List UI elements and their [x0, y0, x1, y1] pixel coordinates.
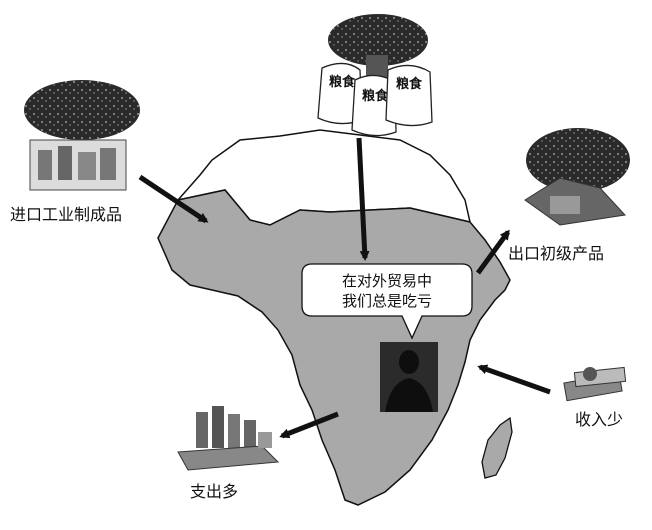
mining-icon — [524, 128, 630, 226]
arrow-income-in — [477, 364, 551, 395]
svg-text:粮食: 粮食 — [329, 74, 356, 90]
person-icon — [380, 342, 438, 412]
label-import-manufactured: 进口工业制成品 — [10, 205, 122, 224]
svg-text:在对外贸易中: 在对外贸易中 — [342, 272, 432, 290]
money-pile-icon — [177, 406, 280, 471]
grain-sack-icon: 粮食 — [385, 64, 433, 127]
svg-text:支出多: 支出多 — [190, 482, 238, 501]
svg-text:进口工业制成品: 进口工业制成品 — [10, 205, 122, 224]
svg-text:出口初级产品: 出口初级产品 — [508, 244, 604, 263]
label-export-primary: 出口初级产品 — [508, 244, 604, 263]
grain-sack-label: 粮食 — [362, 88, 389, 104]
money-icon — [563, 366, 627, 402]
grain-sack-icon: 粮食 — [351, 74, 397, 137]
grain-sack-label: 粮食 — [396, 76, 423, 92]
madagascar — [481, 416, 513, 479]
arrow-expenditure-out — [279, 411, 339, 439]
svg-text:粮食: 粮食 — [362, 88, 389, 104]
svg-text:粮食: 粮食 — [396, 76, 423, 92]
factory-icon — [24, 80, 140, 191]
svg-text:收入少: 收入少 — [575, 410, 623, 429]
grain-sacks-group: 粮食 粮食 粮食 — [317, 14, 433, 137]
svg-text:我们总是吃亏: 我们总是吃亏 — [342, 292, 432, 310]
label-expenditure-high: 支出多 — [190, 482, 238, 501]
callout-line1: 在对外贸易中 — [342, 272, 432, 290]
callout-line2: 我们总是吃亏 — [342, 292, 432, 310]
speech-callout: 在对外贸易中 我们总是吃亏 — [301, 263, 473, 340]
arrow-export-out — [475, 229, 511, 275]
arrow-grain-to-africa — [356, 137, 370, 261]
label-income-low: 收入少 — [575, 410, 623, 429]
grain-sack-label: 粮食 — [329, 74, 356, 90]
arrow-import-to-africa — [138, 174, 209, 224]
